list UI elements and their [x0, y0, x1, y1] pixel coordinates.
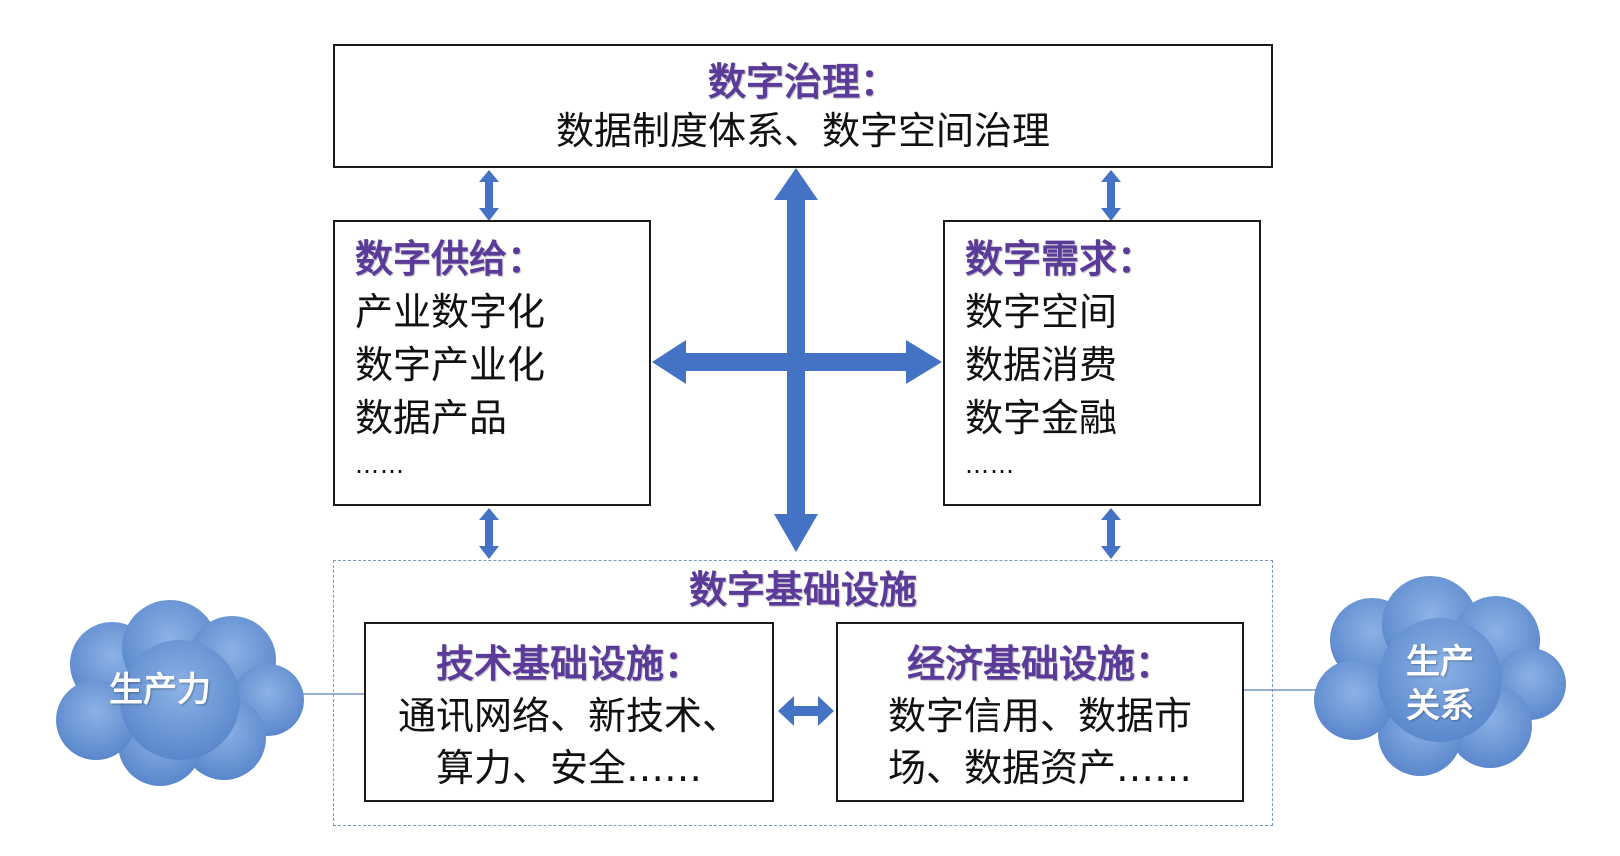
production-relations-line2: 关系 — [1406, 686, 1474, 726]
supply-item: 数字产业化 — [355, 343, 546, 387]
econ-infra-box: 经济基础设施： 数字信用、数据市 场、数据资产…… — [836, 622, 1244, 802]
governance-title: 数字治理： — [707, 60, 898, 104]
demand-item: 数据消费 — [965, 343, 1118, 387]
infrastructure-container — [333, 560, 1273, 826]
demand-item: 数字空间 — [965, 290, 1118, 334]
tech-infra-line: 通讯网络、新技术、 — [397, 694, 740, 738]
demand-box: 数字需求： 数字空间 数据消费 数字金融 …… — [943, 220, 1261, 506]
productivity-label: 生产力 — [109, 670, 211, 710]
supply-ellipsis: …… — [355, 451, 405, 479]
demand-ellipsis: …… — [965, 451, 1015, 479]
demand-title: 数字需求： — [965, 237, 1156, 281]
production-relations-label: 生产 关系 — [1380, 640, 1500, 728]
supply-title: 数字供给： — [355, 237, 546, 281]
supply-item: 数据产品 — [355, 396, 508, 440]
production-relations-line1: 生产 — [1406, 642, 1474, 682]
arrow-gov-supply — [479, 170, 499, 221]
arrow-supply-infra — [479, 508, 499, 559]
infrastructure-title: 数字基础设施 — [688, 568, 917, 612]
econ-infra-line: 场、数据资产…… — [887, 746, 1192, 790]
tech-infra-box: 技术基础设施： 通讯网络、新技术、 算力、安全…… — [364, 622, 774, 802]
econ-infra-title: 经济基础设施： — [906, 642, 1173, 686]
supply-box: 数字供给： 产业数字化 数字产业化 数据产品 …… — [333, 220, 651, 506]
cloud-left-icon — [56, 600, 304, 786]
governance-box: 数字治理： 数据制度体系、数字空间治理 — [333, 44, 1273, 168]
demand-item: 数字金融 — [965, 396, 1118, 440]
governance-body: 数据制度体系、数字空间治理 — [555, 109, 1050, 153]
econ-infra-line: 数字信用、数据市 — [887, 694, 1192, 738]
tech-infra-line: 算力、安全…… — [435, 746, 702, 790]
supply-item: 产业数字化 — [355, 290, 546, 334]
arrow-tech-econ — [778, 696, 834, 726]
arrow-gov-demand — [1101, 170, 1121, 221]
arrow-demand-infra — [1101, 508, 1121, 559]
tech-infra-title: 技术基础设施： — [435, 642, 702, 686]
horizontal-double-arrow — [652, 340, 942, 384]
cloud-right-icon — [1314, 576, 1566, 776]
